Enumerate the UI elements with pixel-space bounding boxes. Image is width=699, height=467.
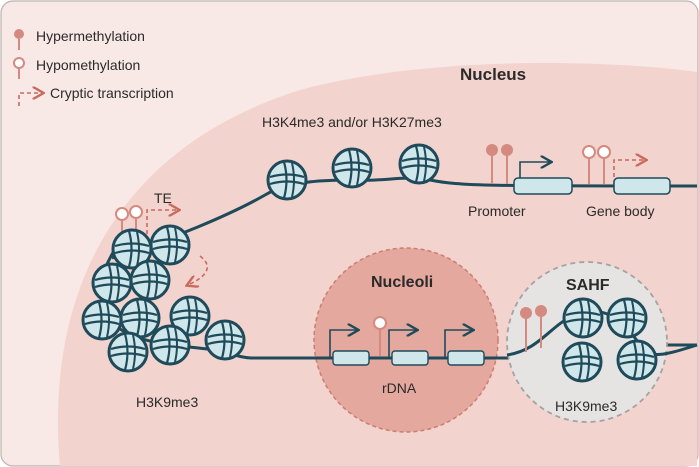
legend-hypermethylation: Hypermethylation (36, 28, 145, 44)
hypomethylation-icon (115, 207, 129, 221)
hypomethylation-icon (597, 145, 611, 159)
heterochromatin-cluster (81, 224, 253, 373)
transcription-arrow (388, 330, 416, 358)
nucleoli-title: Nucleoli (371, 274, 433, 291)
label-te: TE (154, 190, 172, 206)
nucleosome (149, 324, 191, 366)
promoter-box (513, 177, 573, 195)
cryptic-arrow-icon (18, 93, 42, 106)
nucleoli-shape (313, 247, 499, 433)
transcription-arrow (444, 330, 472, 358)
dna-strand-sahf (506, 309, 698, 357)
label-gene-body: Gene body (586, 203, 655, 219)
nucleosome (562, 297, 604, 339)
nucleosome (616, 339, 658, 381)
nucleosome (129, 259, 171, 301)
nucleosome (561, 341, 603, 383)
rdna-box (391, 350, 429, 366)
label-histone-active: H3K4me3 and/or H3K27me3 (262, 114, 442, 130)
sahf-title: SAHF (566, 277, 610, 294)
cryptic-arrow-icon (613, 160, 645, 184)
transcription-arrow (329, 330, 357, 358)
hypomethylation-icon (373, 316, 387, 330)
label-promoter: Promoter (468, 203, 526, 219)
rdna-box (447, 350, 485, 366)
legend-cryptic-transcription: Cryptic transcription (50, 85, 174, 101)
hypermethylation-icon (535, 305, 547, 317)
gene-body-box (613, 177, 671, 195)
label-rdna: rDNA (382, 380, 417, 396)
nucleosome (81, 299, 123, 341)
nucleosome (119, 297, 161, 339)
nucleosome (331, 147, 373, 189)
hypermethylation-icon (486, 144, 498, 156)
cryptic-arrow-icon (188, 255, 209, 285)
nucleosome (398, 143, 440, 185)
legend: Hypermethylation Hypomethylation Cryptic… (13, 28, 174, 106)
hypomethylation-icon (13, 57, 25, 69)
hypermethylation-icon (14, 29, 24, 39)
hypermethylation-icon (520, 307, 532, 319)
nucleosome (606, 297, 648, 339)
label-h3k9me3-sahf: H3K9me3 (555, 398, 617, 414)
hypermethylation-icon (501, 144, 513, 156)
cryptic-arrow-icon (146, 210, 178, 234)
nucleosome (266, 159, 308, 201)
nucleosome (204, 319, 246, 361)
nucleosome (149, 224, 191, 266)
nucleosome (107, 331, 149, 373)
nucleosome (91, 262, 133, 304)
legend-hypomethylation: Hypomethylation (36, 57, 140, 73)
rdna-box (332, 350, 370, 366)
label-h3k9me3-left: H3K9me3 (136, 394, 198, 410)
hypomethylation-icon (129, 205, 143, 219)
transcription-arrow (519, 162, 550, 184)
hypomethylation-icon (582, 145, 596, 159)
nucleus-title: Nucleus (460, 65, 526, 84)
